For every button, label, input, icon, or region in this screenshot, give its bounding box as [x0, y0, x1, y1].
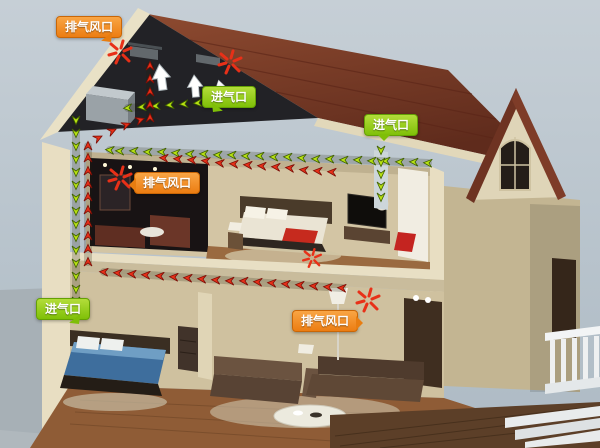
upper-floor [42, 142, 444, 432]
callout-intake-vent-2: 进气口 [364, 114, 419, 141]
lower-bedroom [60, 326, 198, 411]
callout-exhaust-vent-1: 排气风口 [56, 16, 123, 38]
porch-railing [545, 326, 600, 394]
living-room [210, 288, 442, 428]
right-wing-exterior [148, 14, 580, 392]
callout-exhaust-vent-2: 排气风口 [128, 172, 201, 194]
callout-exhaust-vent-3: 排气风口 [292, 310, 364, 332]
master-bedroom [206, 150, 430, 276]
callout-intake-vent-3: 进气口 [36, 298, 91, 320]
callout-intake-vent-1: 进气口 [202, 86, 257, 108]
roof-vents [128, 42, 220, 66]
porch-deck [330, 326, 600, 448]
